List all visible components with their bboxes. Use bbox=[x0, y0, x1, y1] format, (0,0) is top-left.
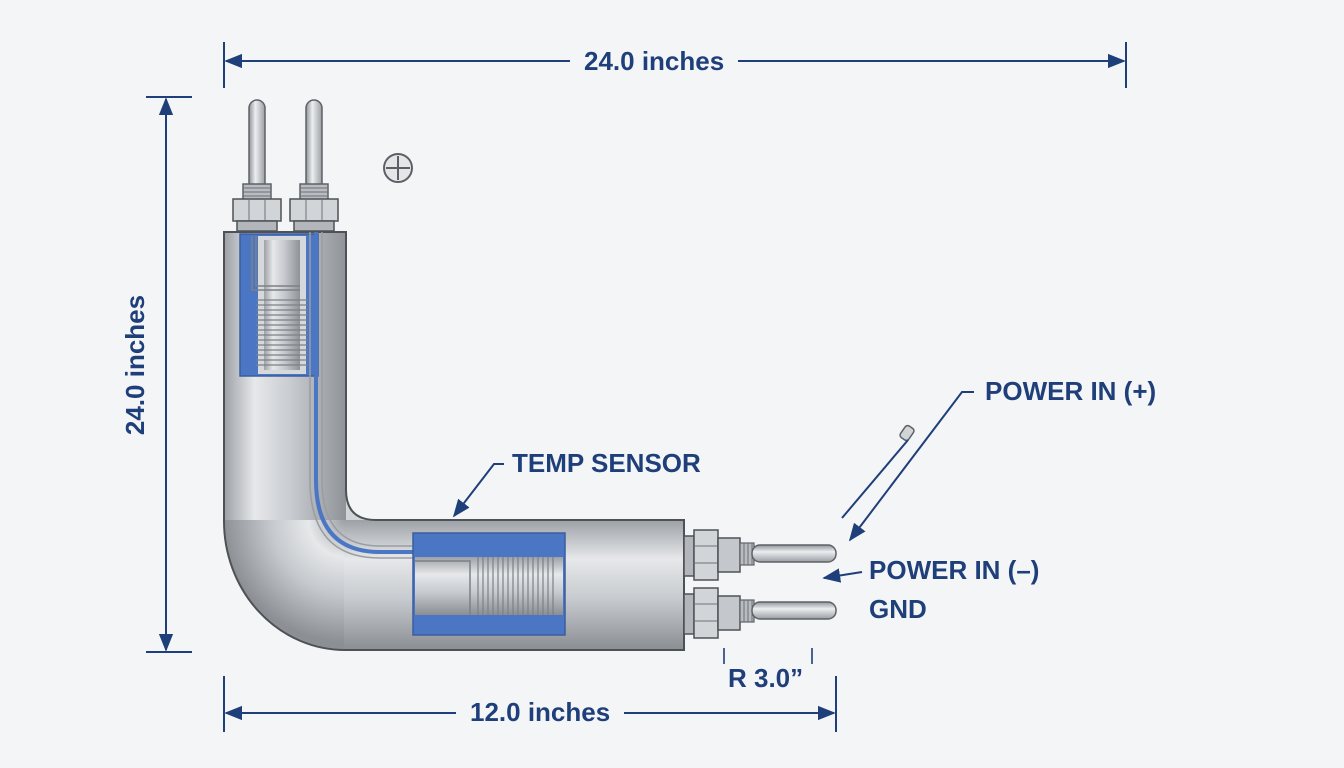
temp-sensor-label: TEMP SENSOR bbox=[512, 448, 701, 478]
dimension-left-label: 24.0 inches bbox=[120, 280, 150, 450]
bend-radius-label: R 3.0” bbox=[728, 663, 804, 693]
dimension-top-label: 24.0 inches bbox=[570, 48, 739, 74]
probe-cap-icon bbox=[899, 424, 915, 442]
crosshair-icon bbox=[383, 153, 413, 183]
radius-ticks bbox=[723, 648, 813, 664]
right-terminal-top bbox=[683, 529, 837, 581]
dimension-left bbox=[146, 96, 192, 653]
sensor-wire bbox=[309, 232, 472, 559]
leader-temp-sensor bbox=[452, 463, 504, 518]
power-in-neg-label: POWER IN (–) bbox=[869, 555, 1040, 585]
vertical-cutaway bbox=[239, 233, 319, 377]
leader-power-pos bbox=[841, 391, 974, 542]
gnd-label: GND bbox=[869, 594, 927, 624]
horizontal-cutaway bbox=[412, 532, 566, 636]
power-in-pos-label: POWER IN (+) bbox=[985, 376, 1157, 406]
leader-power-neg bbox=[822, 568, 863, 583]
dimension-bottom-label: 12.0 inches bbox=[456, 699, 625, 725]
top-terminal-right bbox=[289, 99, 339, 232]
right-terminal-bottom bbox=[683, 587, 837, 639]
top-terminal-left bbox=[232, 99, 282, 232]
